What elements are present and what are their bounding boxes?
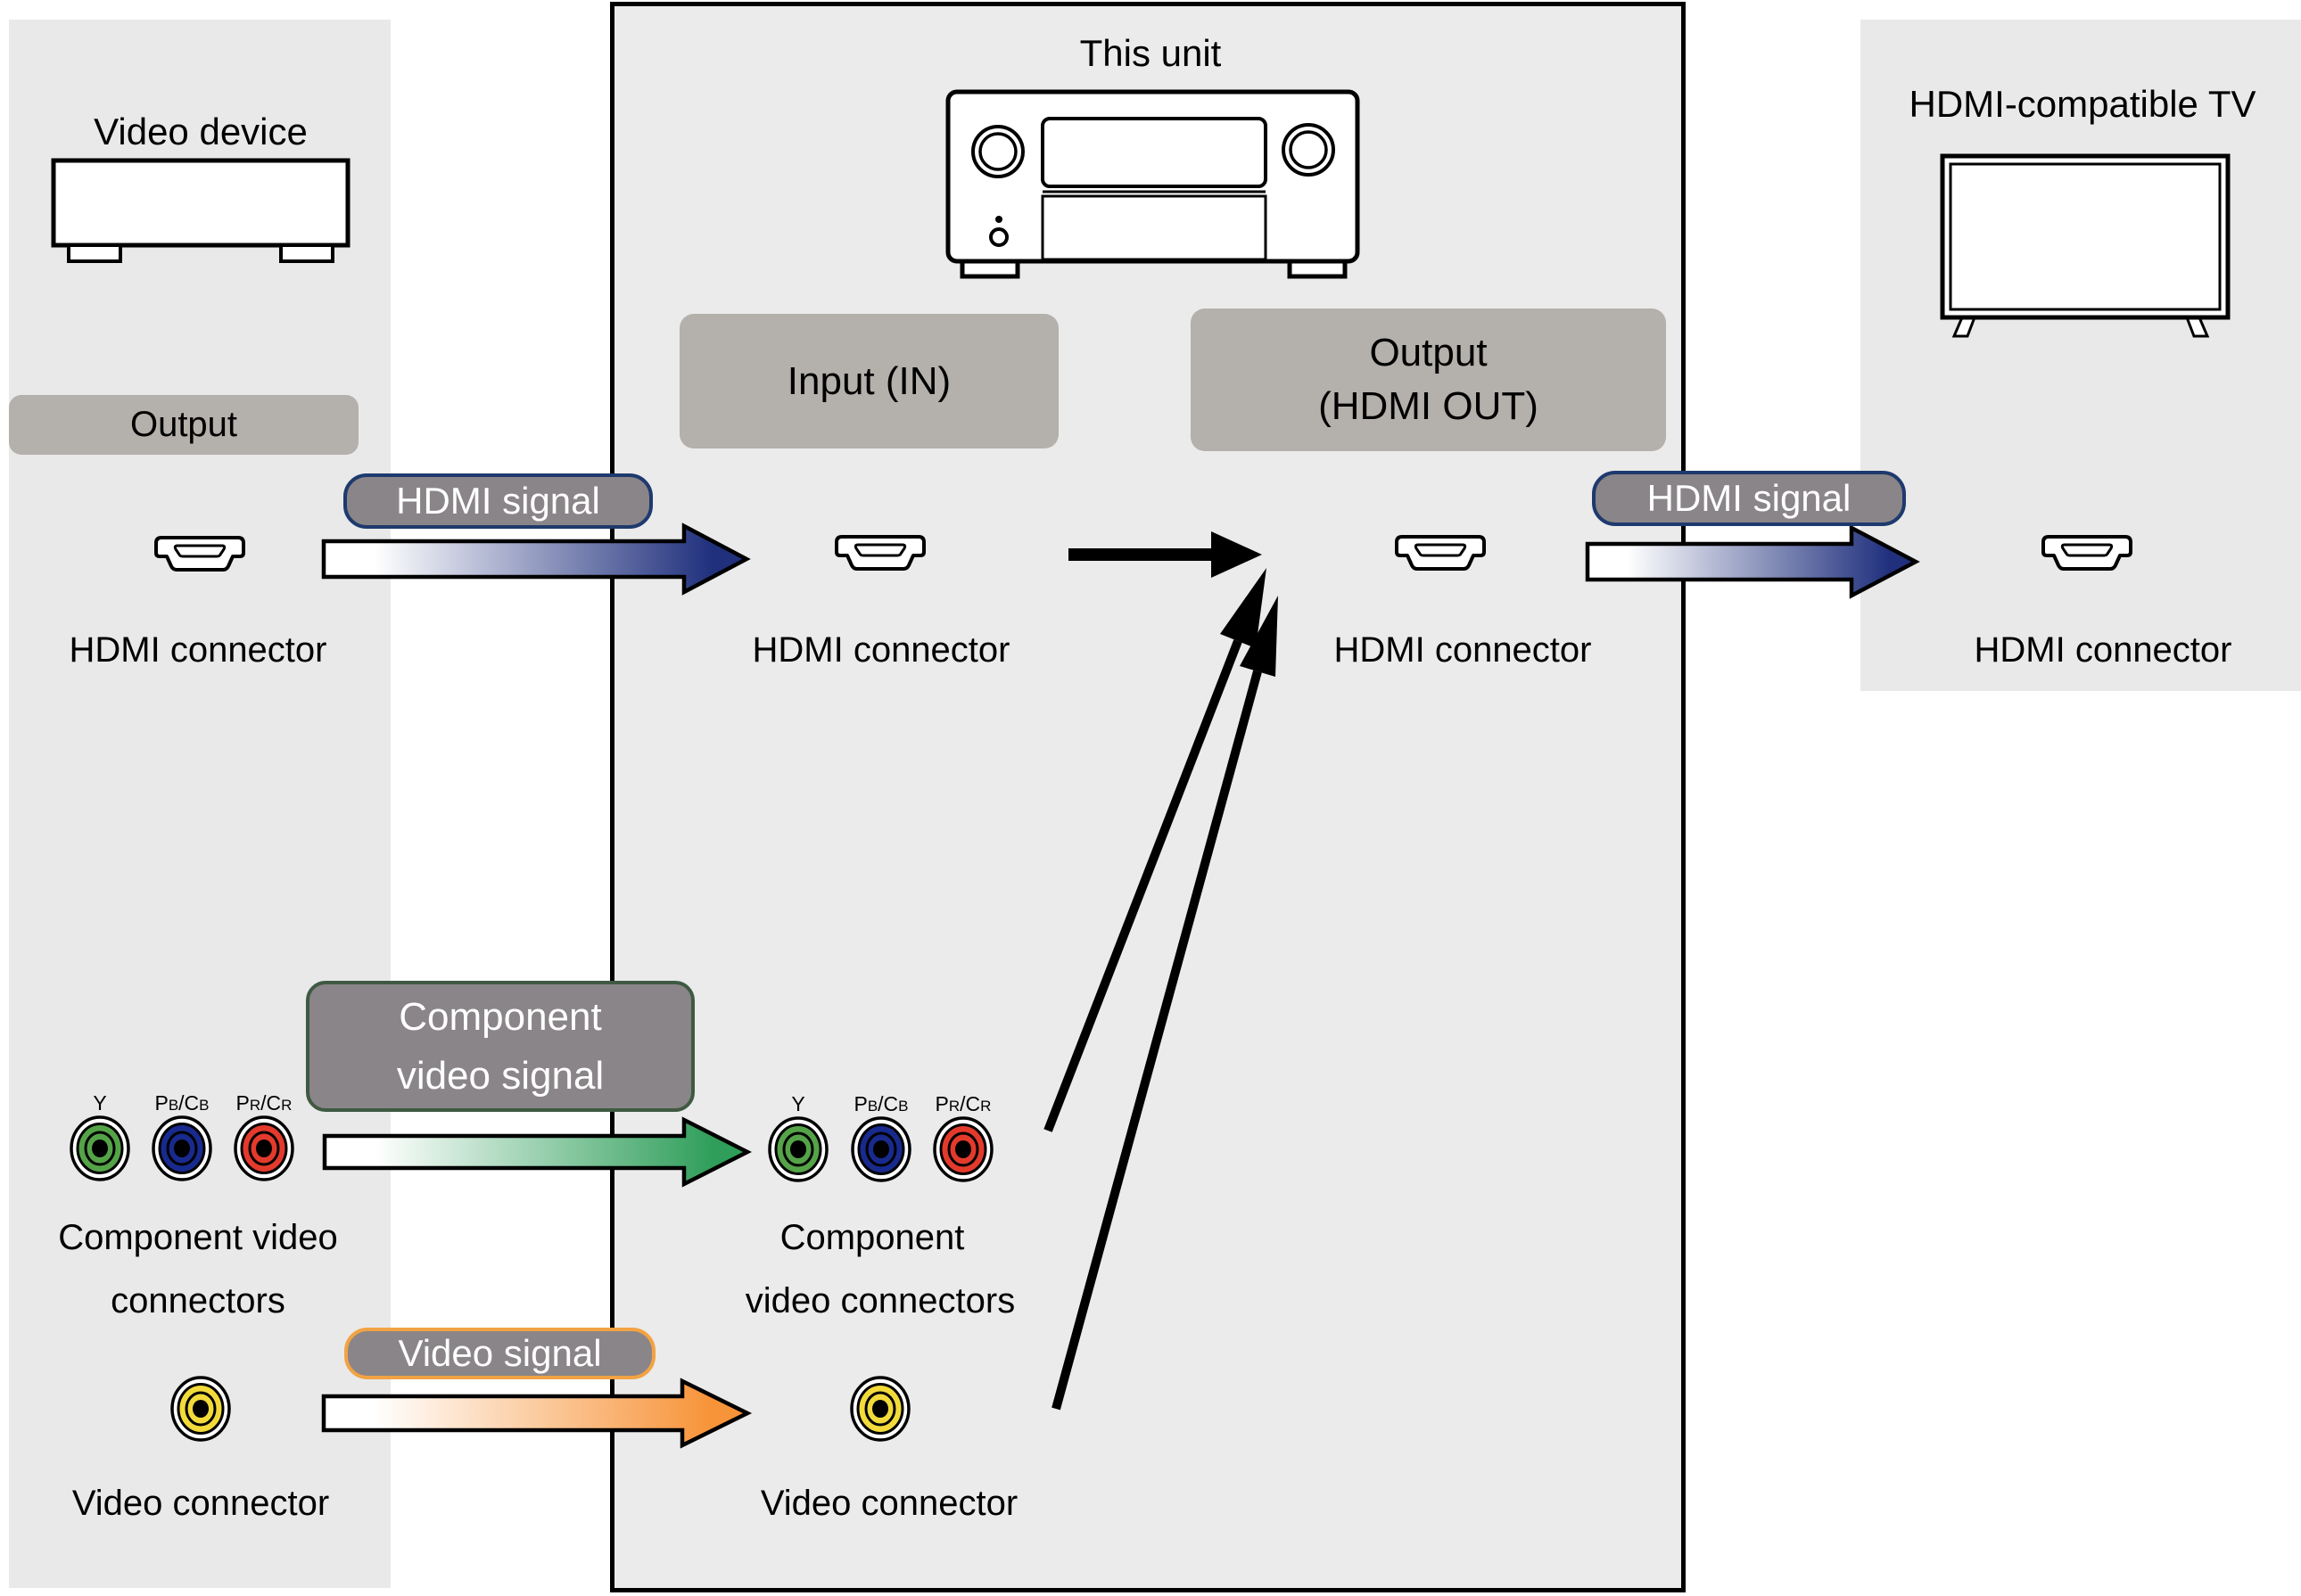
component-signal-line1: Component xyxy=(399,994,602,1039)
output-hdmi-out-badge: Output (HDMI OUT) xyxy=(1191,309,1666,451)
rca-connector-icon-pbcb xyxy=(152,1115,212,1181)
hdmi-connector-icon xyxy=(835,535,926,571)
hdmi-signal-badge-right: HDMI signal xyxy=(1592,471,1906,526)
video-signal-arrow xyxy=(321,1378,753,1449)
hdmi-passthrough-arrow xyxy=(1068,531,1262,578)
rca-label-prcr: PR/CR xyxy=(935,1092,992,1115)
this-unit-title: This unit xyxy=(1079,32,1222,74)
tv-icon xyxy=(1940,153,2231,338)
rca-connector-icon-video xyxy=(850,1376,911,1442)
component-video-signal-badge: Component video signal xyxy=(306,981,695,1112)
output-badge-line2: (HDMI OUT) xyxy=(1318,384,1538,428)
av-receiver-icon xyxy=(945,89,1360,279)
output-badge-line1: Output xyxy=(1369,331,1488,374)
rca-connector-icon-prcr xyxy=(234,1115,294,1181)
component-connectors-label-line1: Component video xyxy=(58,1218,338,1257)
hdmi-connector-label: HDMI connector xyxy=(69,630,327,670)
hdmi-signal-arrow-left xyxy=(321,522,751,596)
rca-connector-icon-pbcb xyxy=(851,1116,911,1182)
video-connector-label: Video connector xyxy=(71,1484,330,1523)
video-upconvert-arrow xyxy=(1052,596,1278,1411)
output-badge: Output xyxy=(9,395,359,455)
rca-label-pbcb: PB/CB xyxy=(854,1092,909,1115)
rca-connector-icon-prcr xyxy=(933,1116,994,1182)
unit-video-connector-label: Video connector xyxy=(760,1484,1019,1523)
unit-component-label-line2: video connectors xyxy=(745,1281,1016,1320)
hdmi-connector-icon xyxy=(2041,535,2132,571)
rca-connector-icon-y xyxy=(768,1116,829,1182)
video-device-panel xyxy=(9,20,391,1588)
rca-connector-icon-y xyxy=(70,1115,130,1181)
component-signal-arrow xyxy=(322,1116,752,1188)
rca-label-prcr: PR/CR xyxy=(235,1091,293,1115)
hdmi-out-connector-label: HDMI connector xyxy=(1333,630,1592,670)
hdmi-signal-badge-left: HDMI signal xyxy=(343,473,653,529)
hdmi-connector-icon xyxy=(1395,535,1486,571)
input-badge: Input (IN) xyxy=(680,314,1059,448)
tv-hdmi-connector-label: HDMI connector xyxy=(1974,630,2232,670)
rca-label-pbcb: PB/CB xyxy=(154,1091,210,1115)
tv-title: HDMI-compatible TV xyxy=(1909,83,2256,125)
hdmi-signal-arrow-right xyxy=(1585,524,1920,599)
rca-connector-icon-video xyxy=(170,1376,231,1442)
rca-label-y: Y xyxy=(93,1091,107,1115)
this-unit-box xyxy=(610,2,1686,1592)
video-signal-badge: Video signal xyxy=(344,1328,656,1379)
rca-label-y: Y xyxy=(791,1092,805,1115)
hdmi-connector-icon xyxy=(154,536,245,572)
component-connectors-label-line2: connectors xyxy=(111,1281,285,1320)
tv-panel xyxy=(1860,20,2301,691)
hdmi-in-connector-label: HDMI connector xyxy=(752,630,1010,670)
component-upconvert-arrow xyxy=(1043,568,1266,1132)
video-device-title: Video device xyxy=(94,111,308,152)
unit-component-label-line1: Component xyxy=(779,1218,965,1257)
video-device-icon xyxy=(51,158,351,263)
component-signal-line2: video signal xyxy=(396,1053,605,1098)
